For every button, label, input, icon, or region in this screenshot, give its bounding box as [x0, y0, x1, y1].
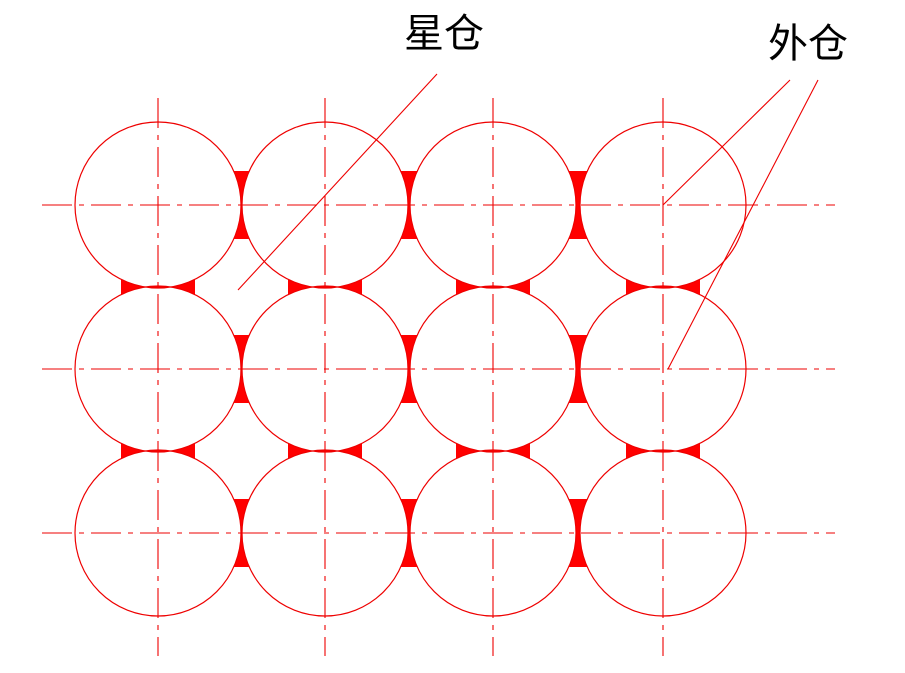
silo-circle [241, 285, 409, 453]
star-silo-leader [237, 73, 438, 291]
gap-fill-vertical [121, 279, 195, 295]
gap-fill-vertical [456, 279, 530, 295]
silo-circle [579, 285, 747, 453]
vertical-centerlines [157, 98, 664, 656]
outer-silo-label: 外仓 [768, 21, 848, 67]
gap-fill-horizontal [400, 171, 418, 239]
gap-fill-vertical [121, 443, 195, 459]
gap-fill-vertical [626, 443, 700, 459]
silo-circle [241, 449, 409, 617]
silo-circle [409, 285, 577, 453]
silo-circle [74, 285, 242, 453]
silo-circle [579, 449, 747, 617]
gap-fill-horizontal [568, 335, 588, 403]
silo-circle [409, 449, 577, 617]
silo-circle [74, 449, 242, 617]
silo-circle [74, 121, 242, 289]
gap-fill-horizontal [568, 171, 588, 239]
gap-fill-vertical [456, 443, 530, 459]
gap-fill-horizontal [568, 499, 588, 567]
silo-circle [579, 121, 747, 289]
gap-fill-vertical [288, 443, 362, 459]
horizontal-centerlines [42, 204, 835, 534]
gap-fill-vertical [288, 279, 362, 295]
silo-circles [74, 121, 747, 617]
outer-silo-leader-1 [662, 79, 791, 206]
gap-fill-horizontal [400, 499, 418, 567]
gap-fill-vertical [626, 279, 700, 295]
star-silo-label: 星仓 [404, 11, 484, 57]
gap-fill-horizontal [400, 335, 418, 403]
silo-circle [409, 121, 577, 289]
silo-circle [241, 121, 409, 289]
outer-silo-leader-2 [667, 79, 819, 370]
leader-lines [237, 73, 819, 370]
